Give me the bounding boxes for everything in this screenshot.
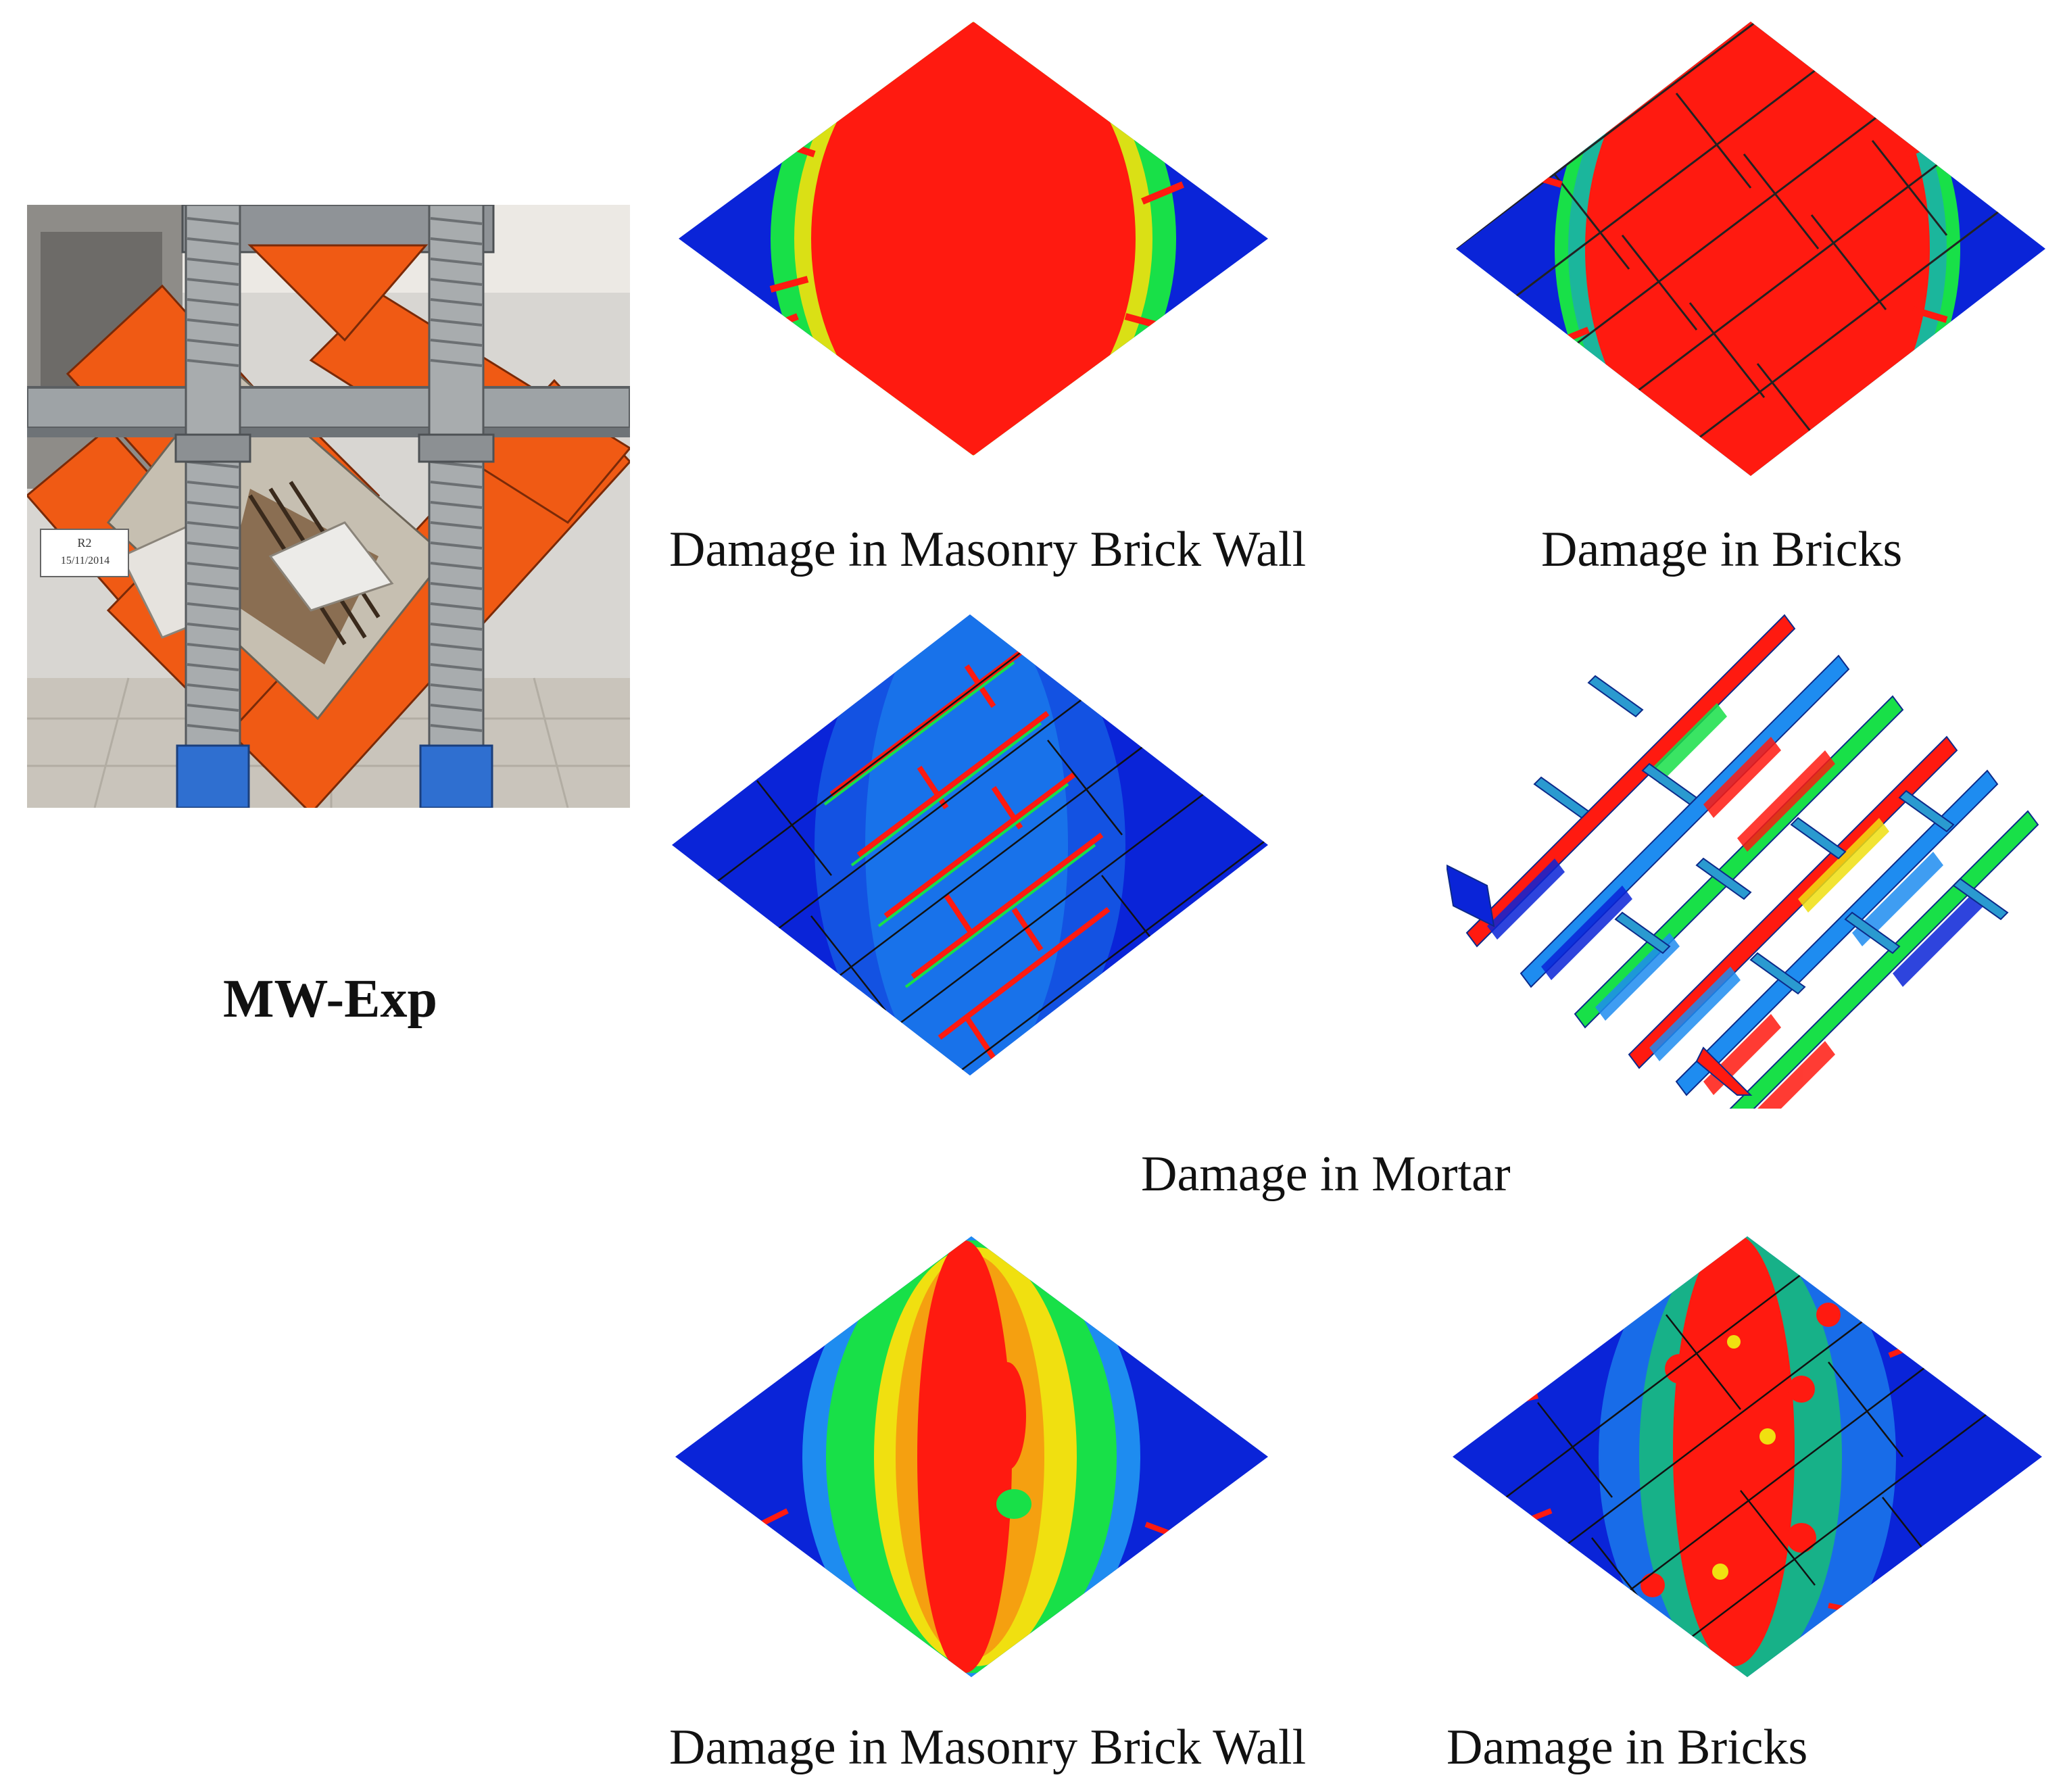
- caption-row3-left: Damage in Masonry Brick Wall: [669, 1720, 1307, 1775]
- caption-row3-right: Damage in Bricks: [1447, 1720, 1808, 1775]
- caption-row1-left: Damage in Masonry Brick Wall: [669, 522, 1307, 577]
- caption-row2-center: Damage in Mortar: [1141, 1146, 1511, 1202]
- contour-mortar-strips: [1447, 608, 2041, 1109]
- contour-bricks-row3: [1450, 1234, 2045, 1680]
- contour-bricks-row1: [1453, 19, 2048, 479]
- caption-row1-right: Damage in Bricks: [1541, 522, 1903, 577]
- specimen-label: MW-Exp: [223, 969, 438, 1029]
- contour-wall-row1: [676, 19, 1271, 458]
- photo-plate-line1: R2: [77, 536, 92, 550]
- contour-wall-row3: [673, 1234, 1271, 1680]
- photo-plate-line2: 15/11/2014: [60, 555, 110, 566]
- contour-mortar-wall: [669, 612, 1271, 1078]
- experiment-photo: R2 15/11/2014: [27, 205, 630, 808]
